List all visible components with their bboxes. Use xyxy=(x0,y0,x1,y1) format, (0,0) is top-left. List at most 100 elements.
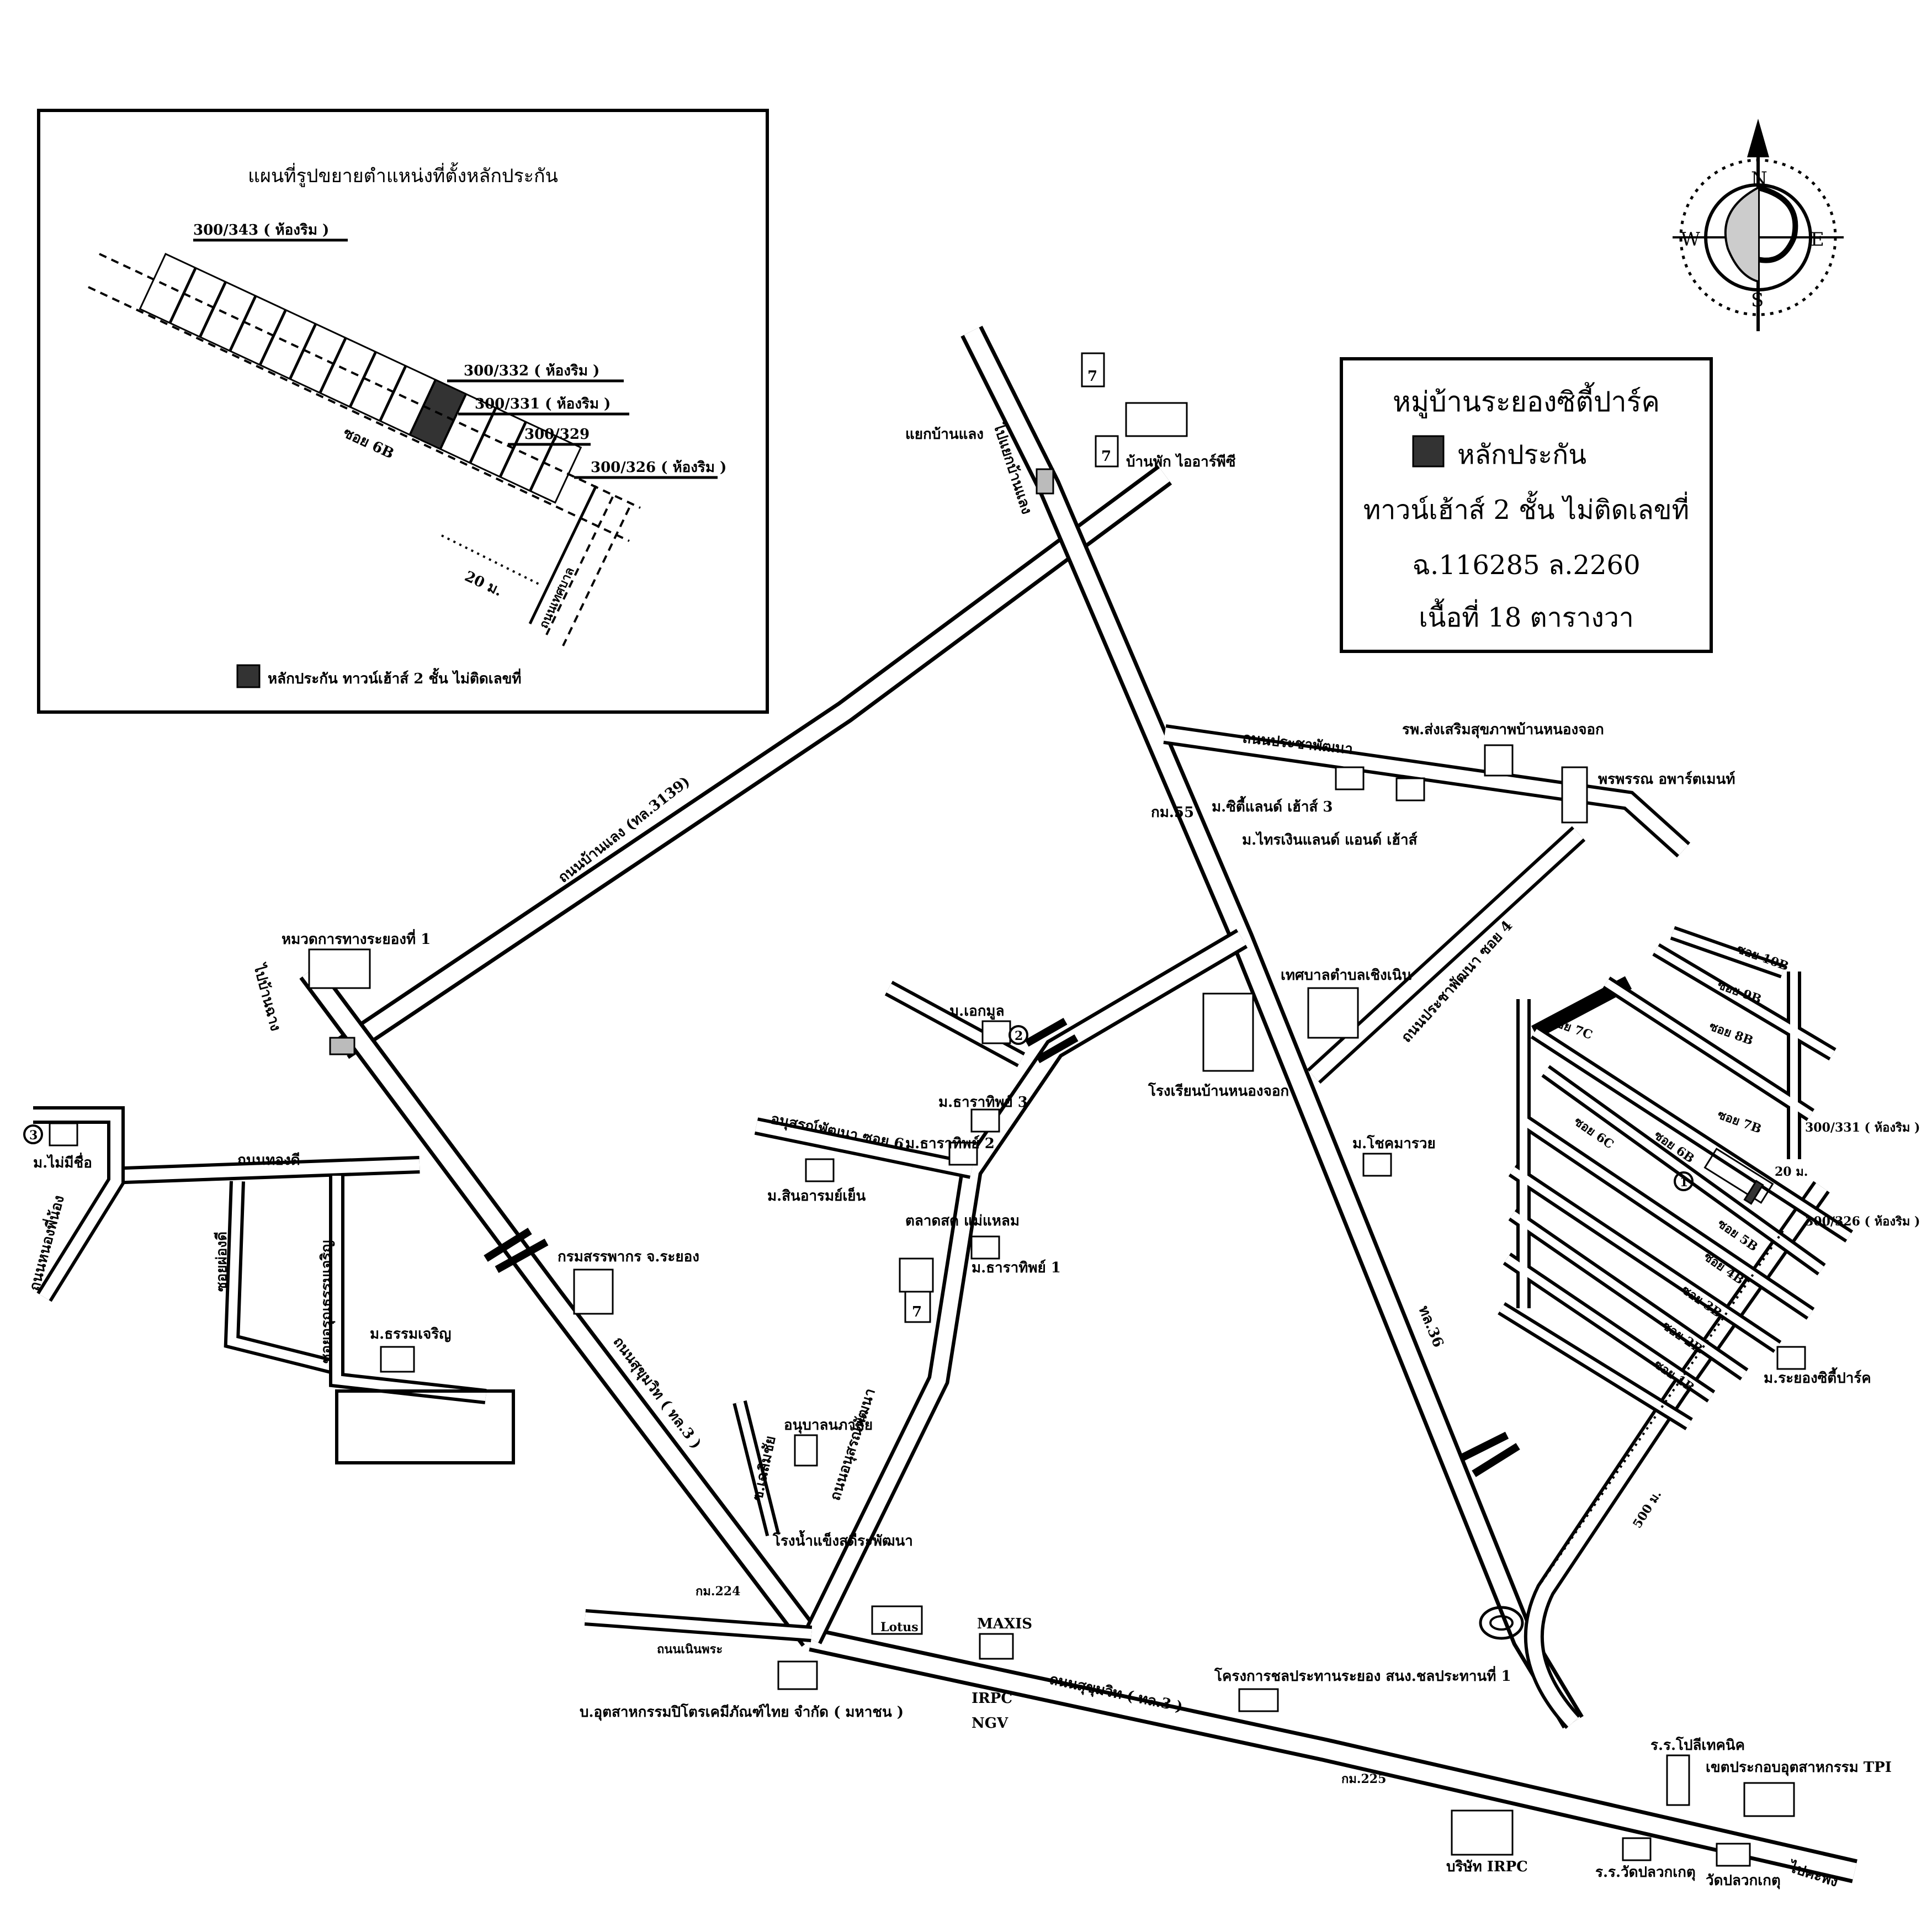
label-d20: 20 ม. xyxy=(1775,1165,1808,1179)
thammacharoen-icon xyxy=(380,1346,415,1373)
label-wat-school: ร.ร.วัดปลวกเกตุ xyxy=(1595,1864,1696,1881)
label-ngv: NGV xyxy=(972,1715,1009,1732)
traffic-light-ban-chang xyxy=(329,1037,355,1055)
marker-3: 3 xyxy=(29,1128,38,1143)
inset-unit-343: 300/343 ( ห้องริม ) xyxy=(193,222,329,238)
chokmaruay-icon xyxy=(1362,1153,1392,1177)
inset-road-edge-1 xyxy=(99,253,641,509)
label-irpc: IRPC xyxy=(972,1690,1012,1707)
label-ice-factory: โรงน้ำแข็งสุดีระพัฒนา xyxy=(772,1530,913,1550)
label-to-ban-chang: ไปบ้านฉาง xyxy=(250,961,285,1033)
svg-text:7: 7 xyxy=(1087,368,1097,385)
legend-box: หมู่บ้านระยองซิตี้ปาร์ค หลักประกัน ทาวน์… xyxy=(1340,357,1713,653)
inset-title: แผนที่รูปขยายตำแหน่งที่ตั้งหลักประกัน xyxy=(248,162,558,187)
label-chokmaruay: ม.โชคมารวย xyxy=(1352,1134,1436,1152)
tpi-factory-icon xyxy=(1743,1782,1795,1817)
ekkamool-icon xyxy=(981,1020,1011,1044)
inset-legend-text: หลักประกัน ทาวน์เฮ้าส์ 2 ชั้น ไม่ติดเลขท… xyxy=(268,667,522,687)
label-wat: วัดปลวกเกตุ xyxy=(1706,1872,1781,1889)
label-polytechnic: ร.ร.โปลีเทคนิค xyxy=(1650,1736,1745,1754)
seven-eleven-icon-2 xyxy=(1095,435,1119,468)
inset-legend-swatch xyxy=(236,664,261,688)
inset-unit-329: 300/329 xyxy=(524,426,590,443)
municipality-icon xyxy=(1307,987,1359,1039)
label-soi7b: ซอย 7B xyxy=(1716,1107,1764,1137)
label-revenue-dept: กรมสรรพากร จ.ระยอง xyxy=(558,1249,699,1265)
irpc-house-icon xyxy=(1125,402,1188,437)
svg-text:7: 7 xyxy=(912,1304,922,1320)
label-soi8b: ซอย 8B xyxy=(1707,1019,1755,1048)
label-unit331: 300/331 ( ห้องริม ) xyxy=(1805,1121,1920,1135)
collateral-unit xyxy=(408,379,467,450)
label-municipality: เทศบาลตำบลเชิงเนิน xyxy=(1281,967,1411,984)
inset-unit-332: 300/332 ( ห้องริม ) xyxy=(464,363,599,379)
label-km55: กม.55 xyxy=(1151,804,1194,821)
north-arrow-icon xyxy=(1747,119,1769,157)
label-d500: 500 ม. xyxy=(1630,1488,1664,1531)
label-thongdee: ถนนทองดี xyxy=(237,1152,300,1169)
label-trinity-land: ม.ไทรเงินแลนด์ แอนด์ เฮ้าส์ xyxy=(1242,831,1418,848)
label-lotus: Lotus xyxy=(880,1620,919,1634)
toyota-logo-icon xyxy=(1479,1606,1524,1640)
block-west xyxy=(335,1389,515,1464)
marker-2: 2 xyxy=(1015,1029,1023,1043)
temple-icon xyxy=(1716,1843,1751,1867)
label-market: ตลาดสด แม่แหลม xyxy=(905,1213,1020,1229)
petrochem-icon xyxy=(777,1660,818,1690)
label-unit326: 300/326 ( ห้องริม ) xyxy=(1805,1214,1920,1229)
overpass-sukhumvit xyxy=(484,1228,549,1273)
sin-arom-icon xyxy=(805,1158,835,1182)
kindergarten-icon xyxy=(794,1434,818,1467)
inset-unit-331: 300/331 ( ห้องริม ) xyxy=(475,396,611,412)
lotus-icon xyxy=(871,1605,923,1635)
svg-text:7: 7 xyxy=(1101,448,1111,465)
label-tharathip3: ม.ธาราทิพย์ 3 xyxy=(938,1094,1028,1111)
overpass-anusorn xyxy=(1025,1017,1079,1064)
label-thl36: ทล.36 xyxy=(1415,1303,1447,1350)
label-city-land3: ม.ซิตี้แลนด์ เฮ้าส์ 3 xyxy=(1212,795,1333,815)
compass-e: E xyxy=(1811,229,1824,251)
polytechnic-icon xyxy=(1666,1754,1690,1806)
legend-line-2: ฉ.116285 ล.2260 xyxy=(1412,550,1640,581)
legend-collateral-label: หลักประกัน xyxy=(1457,439,1586,470)
compass-s: S xyxy=(1751,289,1764,311)
label-sin-arom: ม.สินอารมย์เย็น xyxy=(767,1187,866,1204)
city-park-village-icon xyxy=(1776,1346,1806,1370)
label-nong-jok-hospital: รพ.ส่งเสริมสุขภาพบ้านหนองจอก xyxy=(1402,721,1604,739)
marker-1: 1 xyxy=(1680,1175,1688,1190)
label-tharathip1: ม.ธาราทิพย์ 1 xyxy=(972,1259,1061,1276)
label-irpc-house: บ้านพัก ไออาร์พีซี xyxy=(1126,453,1236,470)
market-icon xyxy=(899,1257,934,1293)
city-park-units xyxy=(1703,1148,1774,1204)
tharathip2-icon xyxy=(948,1142,978,1166)
label-tharathip2: ม.ธาราทิพย์ 2 xyxy=(905,1135,995,1152)
label-mai-mee-chue: ม.ไม่มีชื่อ xyxy=(33,1152,92,1171)
compass-w: W xyxy=(1681,229,1700,251)
legend-line-1: ทาวน์เฮ้าส์ 2 ชั้น ไม่ติดเลขที่ xyxy=(1363,491,1689,526)
label-rayong-city-park: ม.ระยองซิตี้ปาร์ค xyxy=(1764,1367,1871,1387)
compass-n: N xyxy=(1751,168,1768,190)
seven-eleven-icon-3 xyxy=(904,1291,931,1323)
tharathip3-icon xyxy=(970,1108,1000,1133)
mai-mee-chue-icon xyxy=(49,1122,78,1147)
label-waterworks: โครงการชลประทานระยอง สนง.ชลประทานที่ 1 xyxy=(1214,1665,1511,1685)
legend-swatch xyxy=(1412,435,1445,468)
hospital-icon xyxy=(1484,744,1514,777)
trinity-land-icon xyxy=(1395,777,1425,802)
city-park-collateral-marker xyxy=(1743,1180,1764,1205)
legend-title: หมู่บ้านระยองซิตี้ปาร์ค xyxy=(1393,382,1660,418)
overpasses xyxy=(329,468,1520,1477)
revenue-dept-icon xyxy=(573,1268,614,1315)
label-kindergarten: อนุบาลนภาลัย xyxy=(784,1417,873,1434)
label-rayong-district: หมวดการทางระยองที่ 1 xyxy=(282,928,431,948)
legend-line-3: เนื้อที่ 18 ตารางวา xyxy=(1419,598,1633,633)
label-petrochem: บ.อุตสาหกรรมปิโตรเคมีภัณฑ์ไทย จำกัด ( มห… xyxy=(580,1703,904,1721)
seven-eleven-icon xyxy=(1081,352,1105,388)
irpc-company-icon xyxy=(1451,1809,1514,1856)
city-land-icon xyxy=(1335,766,1365,790)
district-office-icon xyxy=(308,948,371,989)
waterworks-icon xyxy=(1238,1688,1279,1712)
overpass-route36 xyxy=(1461,1431,1520,1477)
label-thammacharoen: ม.ธรรมเจริญ xyxy=(370,1326,451,1342)
